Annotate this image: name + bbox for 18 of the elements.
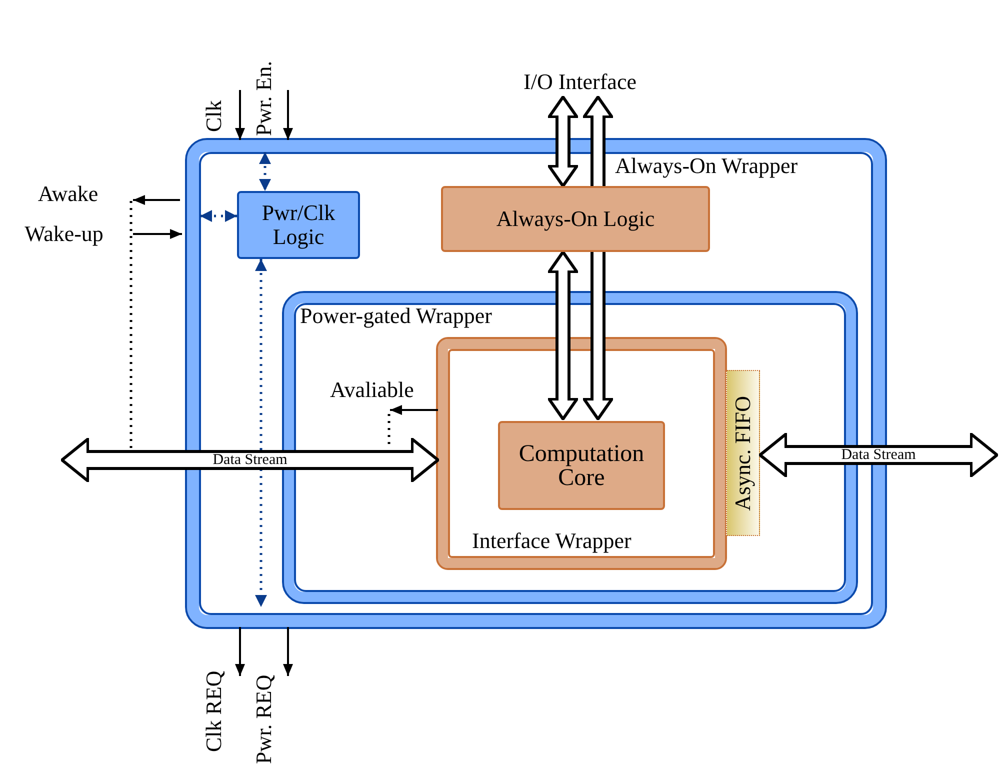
signal-label: Clk: [199, 86, 229, 132]
signal-label: Awake: [24, 180, 112, 208]
frame-title: Interface Wrapper: [472, 528, 632, 554]
wrapper-frame: [438, 339, 725, 568]
frame-title: Power-gated Wrapper: [300, 303, 492, 329]
frame-title: Always-On Wrapper: [615, 153, 798, 179]
signal-label: I/O Interface: [496, 68, 664, 96]
edge-label: Data Stream: [212, 453, 288, 467]
logic-box: Always-On Logic: [441, 186, 710, 252]
signal-label: Clk REQ: [199, 652, 229, 752]
fifo-block: Async. FIFO: [726, 370, 760, 536]
signal-label: Pwr. REQ: [249, 652, 279, 764]
edge-label: Data Stream: [841, 448, 916, 462]
signal-label: Pwr. En.: [249, 18, 279, 136]
logic-box: Computation Core: [498, 421, 665, 510]
signal-label: Wake-up: [6, 220, 122, 248]
signal-label: Avaliable: [310, 376, 434, 404]
logic-box: Pwr/Clk Logic: [237, 191, 360, 259]
